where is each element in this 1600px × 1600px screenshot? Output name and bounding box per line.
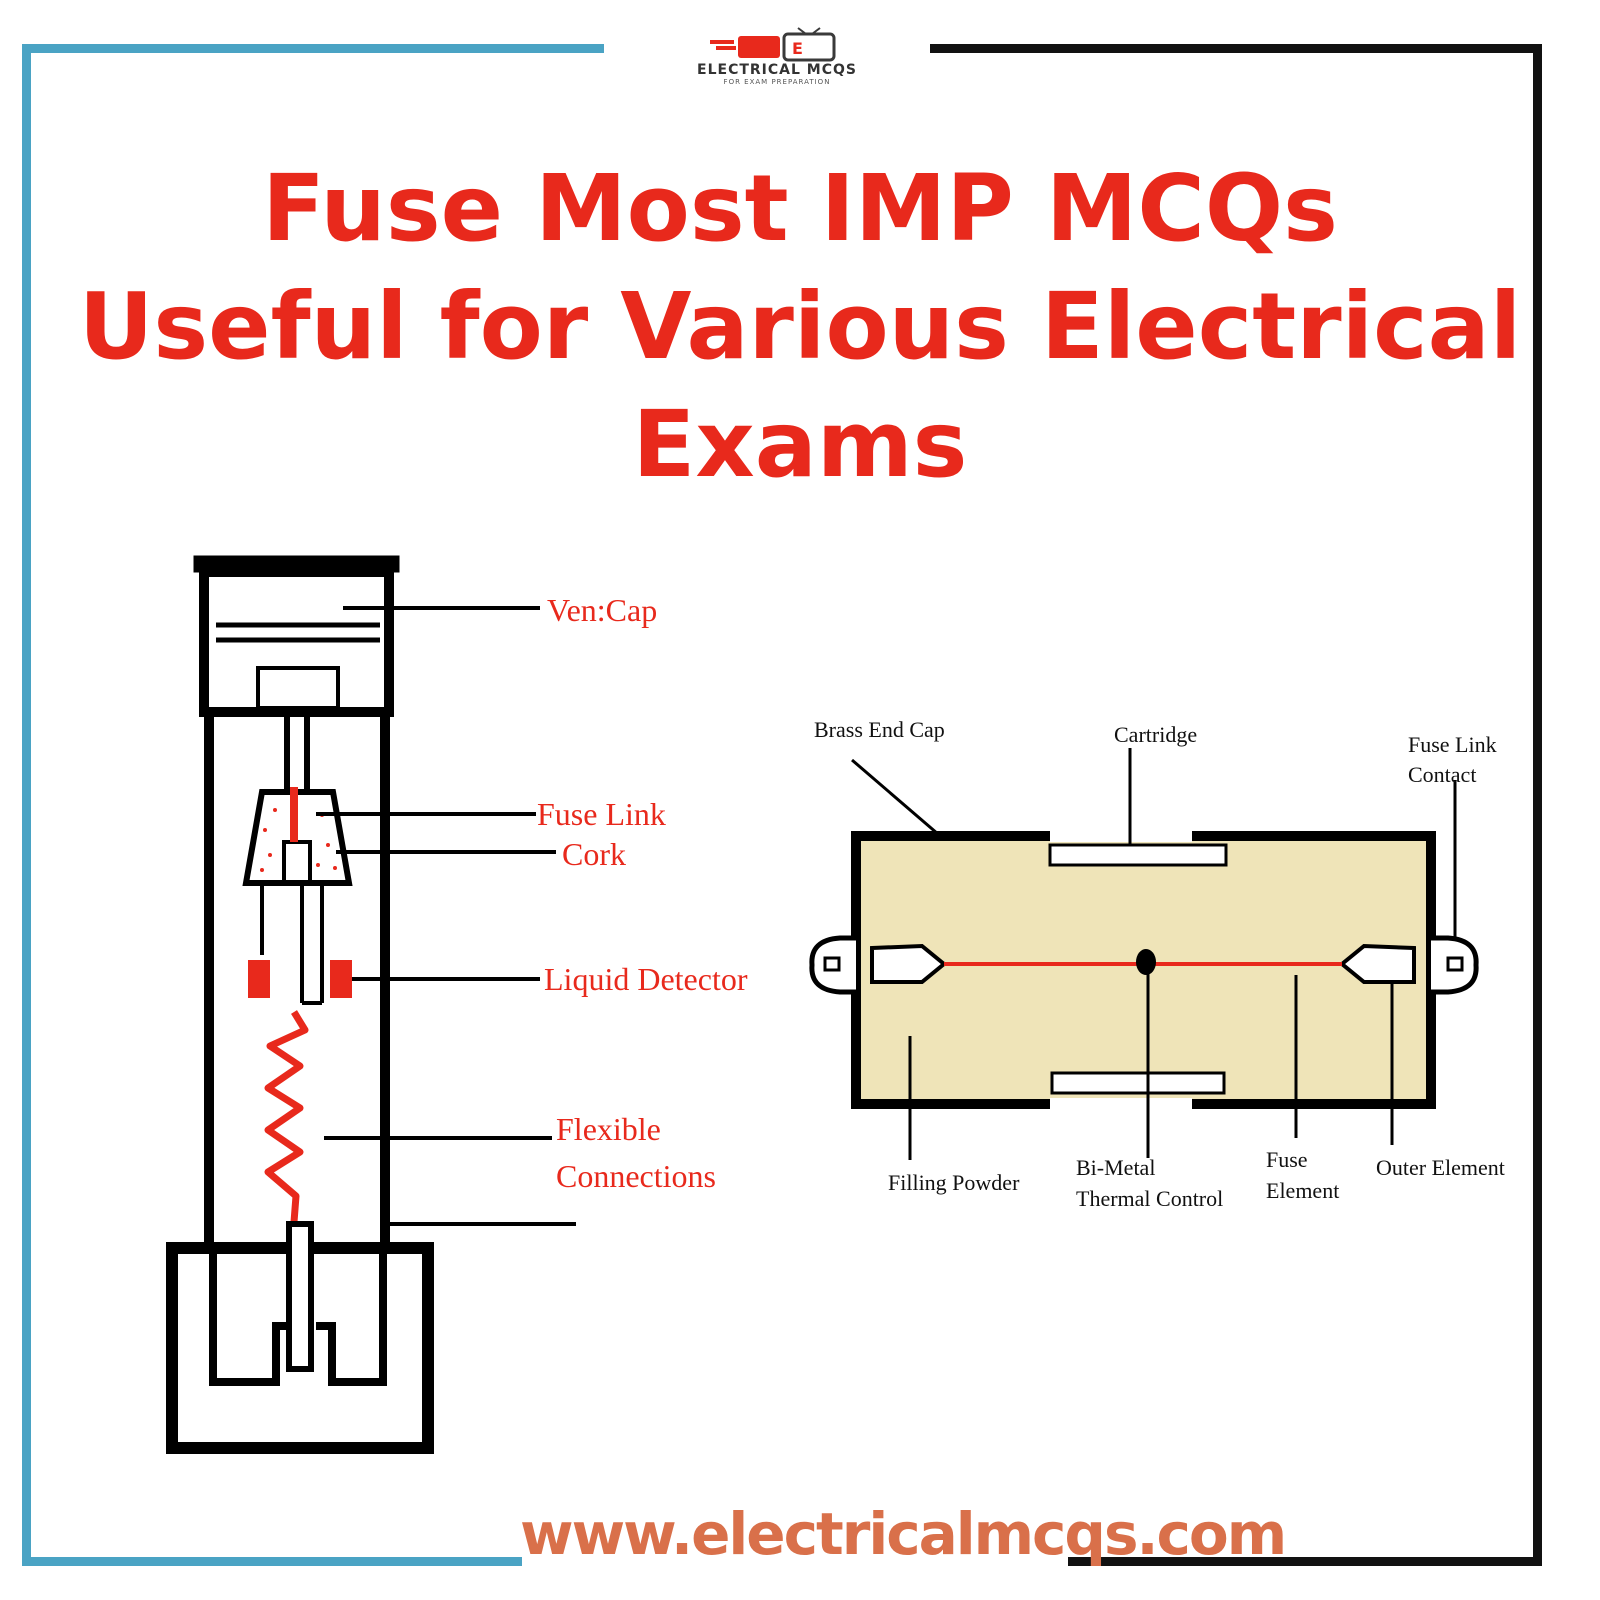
- bimetal-thermal-control: [1136, 949, 1156, 975]
- label-fuse-link-contact-2: Contact: [1408, 762, 1476, 787]
- fuse-link-contact-left: [809, 935, 856, 995]
- label-flexible: Flexible: [556, 1111, 661, 1147]
- label-connections: Connections: [556, 1158, 716, 1194]
- fuse-link-contact-right: [1431, 935, 1479, 995]
- logo-tagline: FOR EXAM PREPARATION: [723, 78, 831, 86]
- cartridge-top-plate: [1048, 843, 1228, 867]
- label-outer-element: Outer Element: [1376, 1155, 1505, 1180]
- label-cork: Cork: [562, 836, 626, 872]
- liquid-fuse-diagram: [166, 555, 576, 1454]
- frame-top-border-left: [22, 44, 604, 53]
- title-line-2: Useful for Various Electrical: [78, 273, 1522, 380]
- site-logo: E ELECTRICAL MCQS FOR EXAM PREPARATION: [612, 26, 942, 96]
- label-fuse-element-2: Element: [1266, 1178, 1339, 1203]
- label-fuse-element-1: Fuse: [1266, 1147, 1308, 1172]
- outer-element-left: [870, 943, 948, 984]
- cartridge-fuse-diagram: [809, 748, 1479, 1160]
- frame-right-border: [1533, 44, 1542, 1566]
- liquid-detector-right: [330, 960, 352, 998]
- label-fuse-link-contact-1: Fuse Link: [1408, 732, 1497, 757]
- svg-text:E: E: [792, 39, 803, 58]
- label-brass-end-cap: Brass End Cap: [814, 717, 945, 742]
- logo-name: ELECTRICAL MCQS: [697, 62, 857, 78]
- label-cartridge: Cartridge: [1114, 722, 1197, 747]
- logo-mark-icon: E: [710, 27, 836, 62]
- label-vent-cap: Ven:Cap: [547, 592, 657, 628]
- label-bimetal-1: Bi-Metal: [1076, 1155, 1155, 1180]
- fuse-link-element: [290, 787, 298, 842]
- label-liquid-detector: Liquid Detector: [544, 961, 748, 997]
- website-link[interactable]: www.electricalmcqs.com: [520, 1500, 1287, 1568]
- title-line-1: Fuse Most IMP MCQs: [262, 155, 1338, 262]
- flexible-connection-spring: [264, 1010, 309, 1223]
- liquid-detector-left: [248, 960, 270, 998]
- frame-bottom-border-left: [22, 1557, 522, 1566]
- outer-element-right: [1338, 943, 1416, 984]
- fuse-base-pin: [286, 1221, 314, 1372]
- vent-cap-inner-block: [256, 666, 340, 710]
- frame-top-border-right: [930, 44, 1542, 53]
- frame-left-border: [22, 44, 31, 1566]
- label-bimetal-2: Thermal Control: [1076, 1186, 1223, 1211]
- vent-cap-body: [199, 567, 394, 717]
- label-fuse-link: Fuse Link: [537, 796, 666, 832]
- frame-bottom-border-right: [1068, 1557, 1542, 1566]
- cartridge-bottom-plate: [1050, 1071, 1226, 1095]
- title-line-3: Exams: [632, 391, 968, 498]
- label-filling-powder: Filling Powder: [888, 1170, 1020, 1195]
- page-title: Fuse Most IMP MCQs Useful for Various El…: [40, 150, 1560, 504]
